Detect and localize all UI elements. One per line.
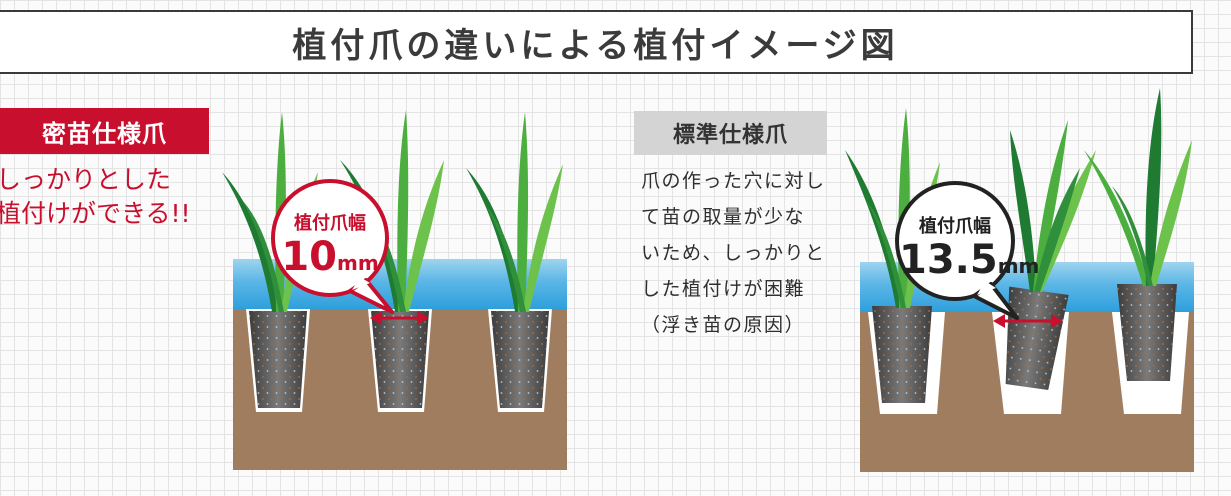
- page-title: 植付爪の違いによる植付イメージ図: [292, 25, 899, 66]
- dense-claw-desc-line-1: しっかりとした: [0, 165, 172, 194]
- standard-claw-desc-line-2: て苗の取量が少な: [641, 206, 806, 228]
- claw-width-number: 13.5: [899, 237, 998, 283]
- seedling-plug: [249, 311, 307, 408]
- seedling-plug: [491, 311, 549, 408]
- dense-seedling-claw-badge: 密苗仕様爪: [0, 108, 209, 154]
- claw-width-bubble: [895, 181, 1019, 320]
- seedling-leaves: [466, 112, 563, 312]
- seedling-plug: [872, 306, 932, 403]
- claw-width-arrow: [993, 314, 1063, 328]
- seedling-plug: [1117, 284, 1177, 381]
- standard-claw-description: 爪の作った穴に対し て苗の取量が少な いため、しっかりと した植付けが困難 （浮…: [641, 163, 841, 343]
- seedling-leaves: [340, 110, 444, 312]
- claw-width-arrow: [370, 311, 429, 325]
- seedling-leaves: [1010, 120, 1096, 292]
- claw-width-number: 10: [281, 234, 337, 280]
- dense-claw-scene: [222, 110, 567, 470]
- standard-claw-desc-line-5: （浮き苗の原因）: [641, 314, 806, 336]
- claw-width-unit: mm: [336, 251, 379, 275]
- claw-width-label: 植付爪幅: [919, 216, 991, 237]
- standard-claw-desc-line-1: 爪の作った穴に対し: [641, 170, 826, 192]
- standard-claw-width-text: 植付爪幅 13.5mm: [899, 216, 1039, 283]
- standard-claw-desc-line-3: いため、しっかりと: [641, 242, 826, 264]
- standard-claw-badge: 標準仕様爪: [634, 111, 827, 155]
- dense-claw-desc-line-2: 植付けができる!!: [0, 199, 191, 228]
- dense-claw-width-text: 植付爪幅 10mm: [277, 213, 383, 278]
- standard-claw-desc-line-4: した植付けが困難: [641, 278, 806, 300]
- claw-width-unit: mm: [997, 254, 1040, 278]
- claw-width-value: 13.5mm: [899, 237, 1039, 283]
- seedling-plug: [371, 311, 429, 408]
- seedling-plug: [1005, 286, 1069, 391]
- claw-width-bubble: [271, 179, 394, 314]
- seedling-leaves: [1084, 88, 1192, 286]
- standard-claw-scene: [845, 88, 1194, 472]
- title-box: 植付爪の違いによる植付イメージ図: [0, 10, 1193, 74]
- dense-claw-description: しっかりとした 植付けができる!!: [0, 163, 216, 231]
- claw-width-value: 10mm: [277, 237, 383, 277]
- claw-width-label: 植付爪幅: [294, 213, 366, 234]
